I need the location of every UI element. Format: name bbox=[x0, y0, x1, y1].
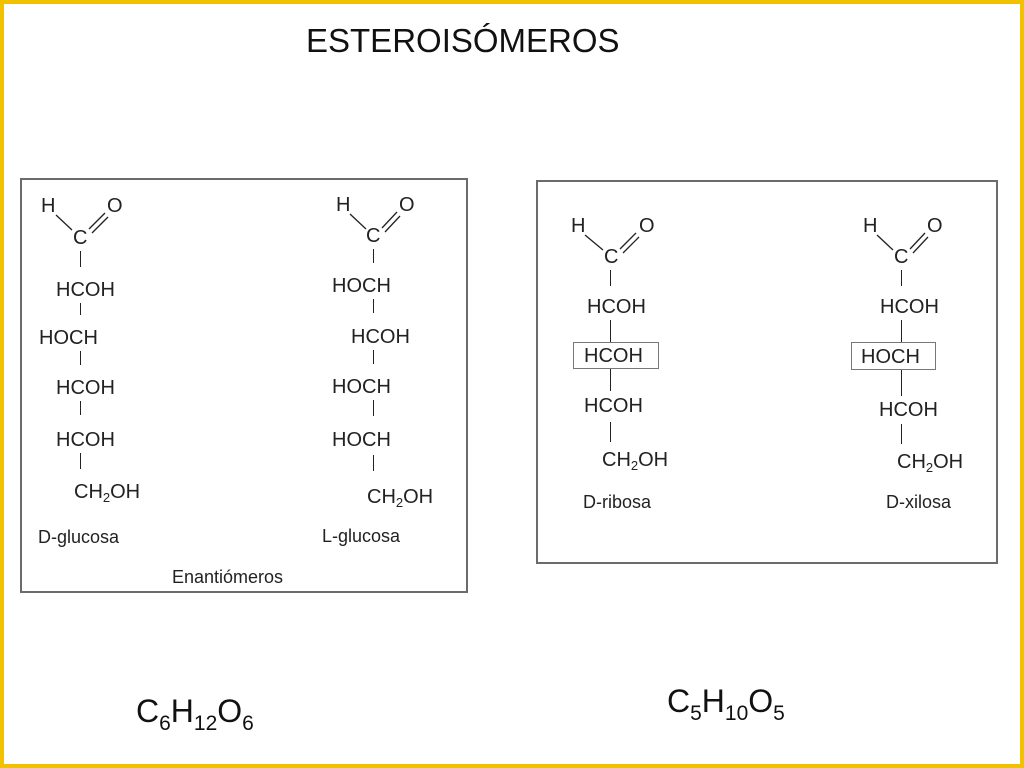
bond bbox=[901, 370, 902, 396]
bond bbox=[610, 270, 611, 286]
chain-row: HOCH bbox=[332, 275, 391, 297]
bond bbox=[373, 455, 374, 471]
chain-row: HCOH bbox=[587, 296, 646, 318]
terminal-group: CH2OH bbox=[367, 486, 434, 510]
aldehyde-bonds bbox=[584, 232, 640, 254]
slide-title: ESTEROISÓMEROS bbox=[306, 22, 620, 59]
aldehyde-o: O bbox=[107, 195, 123, 217]
chain-row: HOCH bbox=[332, 376, 391, 398]
bond bbox=[610, 320, 611, 342]
enantiomers-caption: Enantiómeros bbox=[172, 567, 284, 587]
bond bbox=[373, 249, 374, 263]
chain-row: HCOH bbox=[879, 399, 938, 421]
d-glucose-label: D-glucosa bbox=[38, 527, 120, 547]
glucose-molecular-formula: C6H12O6 bbox=[136, 693, 254, 735]
bond bbox=[80, 251, 81, 267]
l-glucose-label: L-glucosa bbox=[322, 526, 401, 546]
bond bbox=[901, 270, 902, 286]
aldehyde-o: O bbox=[927, 215, 943, 237]
aldehyde-o: O bbox=[639, 215, 655, 237]
enantiomers-box bbox=[20, 178, 468, 593]
chain-row-highlighted: HOCH bbox=[861, 346, 920, 368]
bond bbox=[373, 299, 374, 313]
chain-row: HCOH bbox=[56, 377, 115, 399]
terminal-group: CH2OH bbox=[602, 449, 669, 473]
terminal-group: CH2OH bbox=[74, 481, 141, 505]
aldehyde-bonds bbox=[55, 212, 109, 234]
d-ribose-label: D-ribosa bbox=[583, 492, 652, 512]
aldehyde-o: O bbox=[399, 194, 415, 216]
bond bbox=[610, 422, 611, 442]
highlight-box bbox=[573, 342, 659, 369]
aldehyde-bonds bbox=[349, 211, 401, 233]
bond bbox=[80, 401, 81, 415]
aldehyde-h: H bbox=[863, 215, 878, 237]
chain-row: HCOH bbox=[584, 395, 643, 417]
bond bbox=[80, 303, 81, 315]
aldehyde-bonds bbox=[876, 232, 929, 254]
bond bbox=[373, 400, 374, 416]
aldehyde-c: C bbox=[366, 225, 381, 247]
aldehyde-c: C bbox=[894, 246, 909, 268]
chain-row: HCOH bbox=[56, 429, 115, 451]
aldehyde-c: C bbox=[73, 227, 88, 249]
bond bbox=[901, 424, 902, 444]
bond bbox=[373, 350, 374, 364]
d-xylose-label: D-xilosa bbox=[886, 492, 952, 512]
chain-row: HCOH bbox=[351, 326, 410, 348]
chain-row-highlighted: HCOH bbox=[584, 345, 643, 367]
bond bbox=[80, 453, 81, 469]
chain-row: HOCH bbox=[332, 429, 391, 451]
chain-row: HCOH bbox=[880, 296, 939, 318]
bond bbox=[80, 351, 81, 365]
chain-row: HCOH bbox=[56, 279, 115, 301]
terminal-group: CH2OH bbox=[897, 451, 964, 475]
aldehyde-h: H bbox=[336, 194, 351, 216]
aldehyde-c: C bbox=[604, 246, 619, 268]
aldehyde-h: H bbox=[41, 195, 56, 217]
highlight-box bbox=[851, 342, 936, 370]
aldehyde-h: H bbox=[571, 215, 586, 237]
pentose-molecular-formula: C5H10O5 bbox=[667, 683, 785, 725]
bond bbox=[610, 369, 611, 391]
bond bbox=[901, 320, 902, 342]
chain-row: HOCH bbox=[39, 327, 98, 349]
